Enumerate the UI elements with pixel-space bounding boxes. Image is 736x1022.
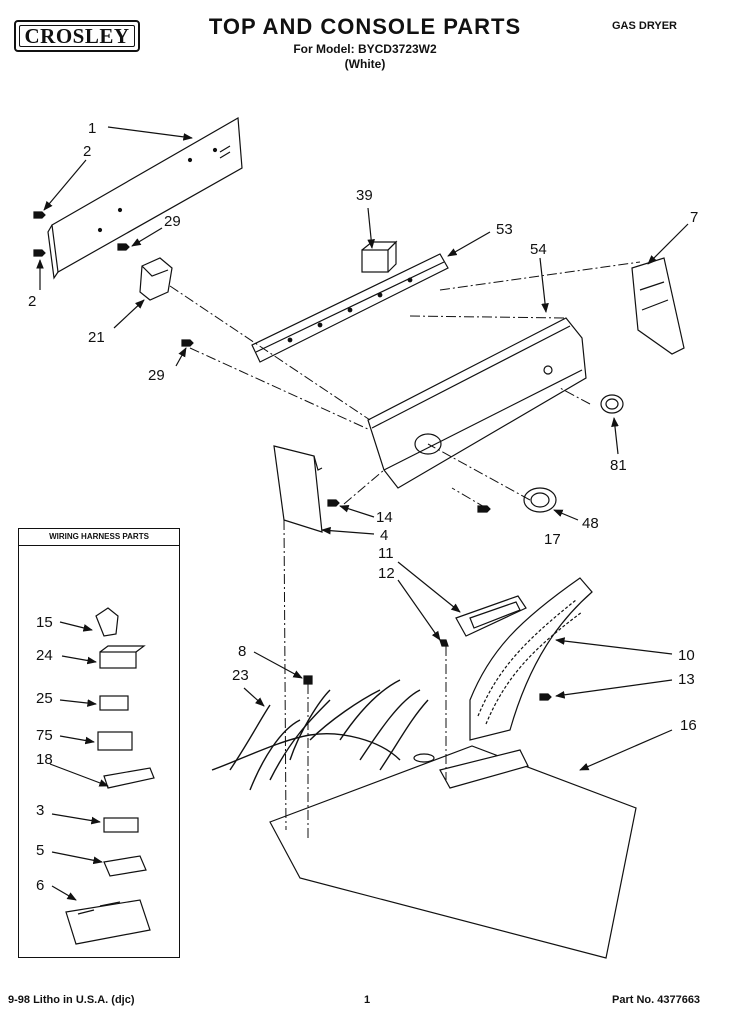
- screw-13: [539, 693, 552, 701]
- wire-harness: [211, 679, 429, 791]
- callout-75: 75: [36, 727, 53, 744]
- callout-21: 21: [88, 329, 105, 346]
- control-knob: [523, 487, 557, 513]
- dryer-top: [269, 745, 637, 959]
- callout-8: 8: [238, 643, 246, 660]
- callout-12: 12: [378, 565, 395, 582]
- callout-23: 23: [232, 667, 249, 684]
- product-type: GAS DRYER: [612, 20, 677, 32]
- callout-1: 1: [88, 120, 96, 137]
- callout-39: 39: [356, 187, 373, 204]
- color-line: (White): [344, 57, 386, 71]
- callout-2a: 2: [83, 143, 91, 160]
- leader-arrows: [36, 126, 689, 901]
- screw-14: [327, 499, 340, 507]
- callout-10: 10: [678, 647, 695, 664]
- callout-3: 3: [36, 802, 44, 819]
- callout-54: 54: [530, 241, 547, 258]
- callout-25: 25: [36, 690, 53, 707]
- callout-11: 11: [378, 545, 394, 562]
- alignment-lines: [169, 261, 641, 838]
- callout-81: 81: [610, 457, 627, 474]
- litho-note: 9-98 Litho in U.S.A. (djc): [8, 994, 135, 1006]
- page-number: 1: [364, 994, 371, 1006]
- callout-29b: 29: [148, 367, 165, 384]
- wiring-harness-panel: WIRING HARNESS PARTS: [18, 528, 180, 958]
- console-housing: [367, 317, 587, 489]
- end-bracket: [139, 257, 173, 301]
- screw-12: [439, 639, 449, 647]
- page-title: TOP AND CONSOLE PARTS: [208, 14, 522, 39]
- callout-14: 14: [376, 509, 393, 526]
- control-channel: [251, 253, 449, 363]
- logo-border: [19, 25, 135, 47]
- console-end-cap: [631, 257, 685, 355]
- callout-18: 18: [36, 751, 53, 768]
- part-number: Part No. 4377663: [612, 994, 701, 1006]
- harness-cover: [273, 445, 323, 533]
- callout-24: 24: [36, 647, 53, 664]
- callout-29a: 29: [164, 213, 181, 230]
- callout-17: 17: [544, 531, 561, 548]
- callout-7: 7: [690, 209, 698, 226]
- door-switch-bracket: [455, 595, 527, 637]
- harness-parts-icons: [65, 607, 155, 945]
- lint-housing: [469, 577, 593, 741]
- callout-5: 5: [36, 842, 44, 859]
- timer-knob: [600, 394, 624, 414]
- callout-53: 53: [496, 221, 513, 238]
- screw-17: [477, 505, 491, 513]
- model-line: For Model: BYCD3723W2: [293, 42, 437, 56]
- rear-console-panel: [47, 117, 243, 280]
- brand-logo: CROSLEY: [14, 20, 140, 52]
- callout-48: 48: [582, 515, 599, 532]
- callout-2b: 2: [28, 293, 36, 310]
- brand-name: CROSLEY: [24, 23, 130, 48]
- callout-6: 6: [36, 877, 44, 894]
- clip-8: [303, 675, 313, 685]
- callout-16: 16: [680, 717, 697, 734]
- callout-13: 13: [678, 671, 695, 688]
- console-switch: [361, 240, 398, 273]
- model-subtitle: For Model: BYCD3723W2 (White): [240, 42, 490, 72]
- callout-15: 15: [36, 614, 53, 631]
- harness-title: WIRING HARNESS PARTS: [19, 529, 179, 546]
- callout-4: 4: [380, 527, 388, 544]
- screws-upper-left: [33, 211, 194, 347]
